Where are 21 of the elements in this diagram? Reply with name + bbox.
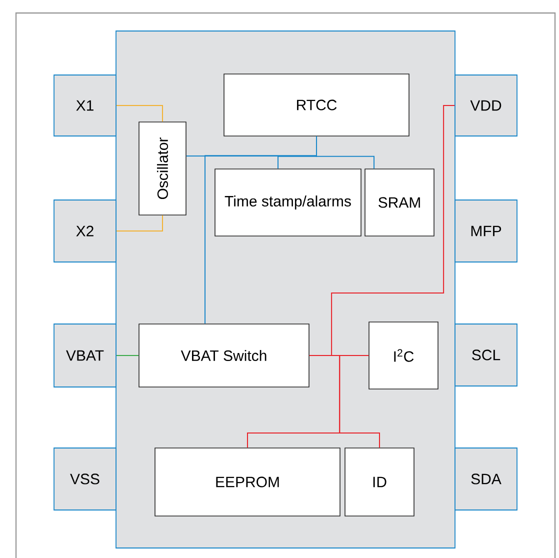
block-box: RTCC <box>224 74 410 136</box>
pin-box: X1 <box>54 74 116 136</box>
connector-line <box>116 355 140 356</box>
pin-box: X2 <box>54 200 116 262</box>
block-box: I$^{2}$C <box>368 322 438 390</box>
block-box: SRAM <box>364 168 434 236</box>
connector-line <box>116 214 163 232</box>
connector-line <box>339 355 380 448</box>
connector-line <box>204 136 317 324</box>
block-box: EEPROM <box>154 448 340 516</box>
block-box: VBAT Switch <box>138 324 310 388</box>
pin-box: MFP <box>454 200 518 262</box>
block-box: Oscillator <box>138 122 186 216</box>
pin-box: VBAT <box>54 324 116 388</box>
block-box: Time stamp/alarms <box>214 168 362 236</box>
pin-box: SCL <box>454 324 518 386</box>
connector-line <box>116 105 163 122</box>
pin-box: VSS <box>54 448 116 510</box>
pin-box: VDD <box>454 74 518 136</box>
block-box: ID <box>344 448 414 516</box>
pin-box: SDA <box>454 448 518 510</box>
